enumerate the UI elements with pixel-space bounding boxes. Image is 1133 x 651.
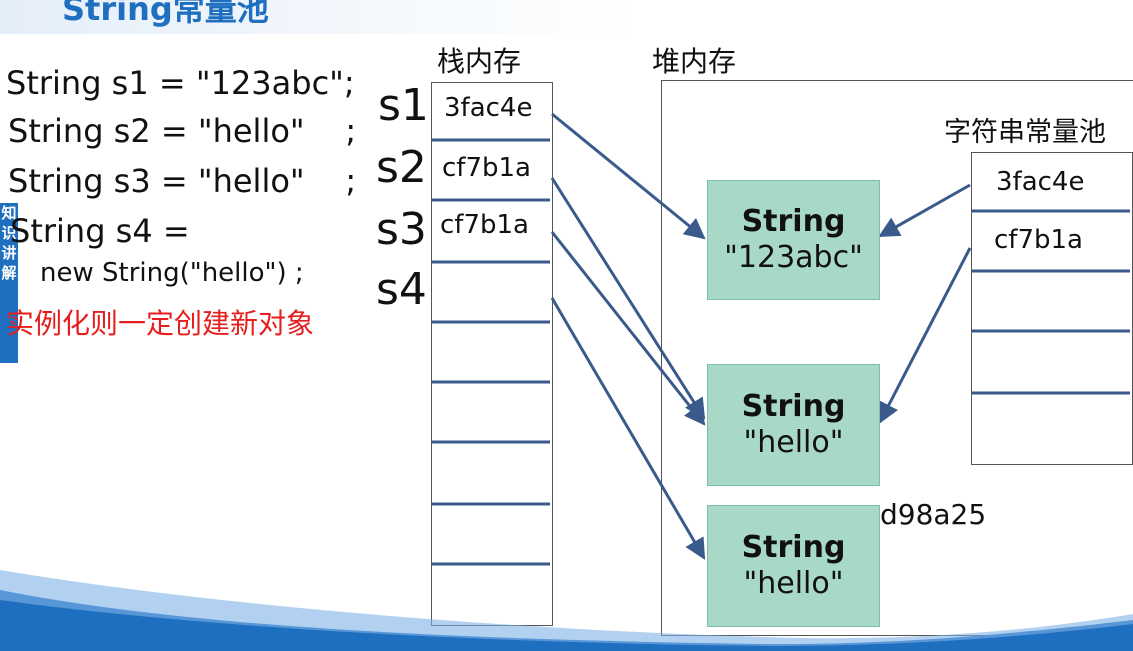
title-band <box>0 0 640 34</box>
var-label-s1: s1 <box>378 80 429 131</box>
object-type: String <box>741 530 846 565</box>
code-line-4: String s4 = <box>10 212 190 250</box>
pool-cell-1: 3fac4e <box>996 167 1085 197</box>
slide-title: String常量池 <box>62 0 269 28</box>
pool-cell-separators <box>972 209 1130 395</box>
code-line-3: String s3 = "hello" ; <box>8 162 357 200</box>
side-tab-char: 知 <box>1 204 17 222</box>
code-line-2: String s2 = "hello" ; <box>8 112 357 150</box>
code-line-1: String s1 = "123abc"; <box>6 64 355 102</box>
object-value: "123abc" <box>724 240 863 275</box>
side-tab-char: 识 <box>1 224 17 242</box>
heap-object-123abc: String "123abc" <box>707 180 880 300</box>
heap-object-hello-pooled: String "hello" <box>707 364 880 486</box>
stack-heading: 栈内存 <box>437 45 522 78</box>
code-line-5: new String("hello") ; <box>40 258 304 288</box>
stack-cell-s2: cf7b1a <box>442 153 531 183</box>
heap-object-hello-new: String "hello" <box>707 505 880 627</box>
object-value: "hello" <box>743 425 844 460</box>
new-object-address: d98a25 <box>880 498 987 531</box>
reference-arrows <box>550 112 972 560</box>
arrow-pool-to-hello <box>878 247 972 424</box>
heap-heading: 堆内存 <box>652 45 737 78</box>
pool-cell-2: cf7b1a <box>994 225 1083 255</box>
arrow-pool-to-123abc <box>878 183 971 238</box>
arrow-s3-to-hello <box>550 231 706 426</box>
object-type: String <box>741 204 846 239</box>
stack-cell-s3: cf7b1a <box>440 210 529 240</box>
object-value: "hello" <box>743 566 844 601</box>
var-label-s3: s3 <box>376 204 427 255</box>
string-pool-box <box>971 152 1133 465</box>
var-label-s2: s2 <box>376 142 427 193</box>
side-tab-char: 讲 <box>1 244 17 262</box>
stack-memory-box <box>431 82 553 626</box>
instantiation-note: 实例化则一定创建新对象 <box>6 307 315 340</box>
var-label-s4: s4 <box>376 264 427 315</box>
side-tab: 知 识 讲 解 <box>0 203 18 363</box>
stack-cell-s1: 3fac4e <box>444 93 533 123</box>
stack-cell-separators <box>432 138 550 566</box>
bottom-wave-decoration <box>0 570 1133 651</box>
side-tab-char: 解 <box>1 264 17 282</box>
pool-heading: 字符串常量池 <box>944 117 1106 148</box>
arrow-s1-to-123abc <box>551 112 706 240</box>
object-type: String <box>741 389 846 424</box>
arrow-s4-to-new-hello <box>550 297 706 560</box>
arrow-s2-to-hello <box>550 177 706 420</box>
